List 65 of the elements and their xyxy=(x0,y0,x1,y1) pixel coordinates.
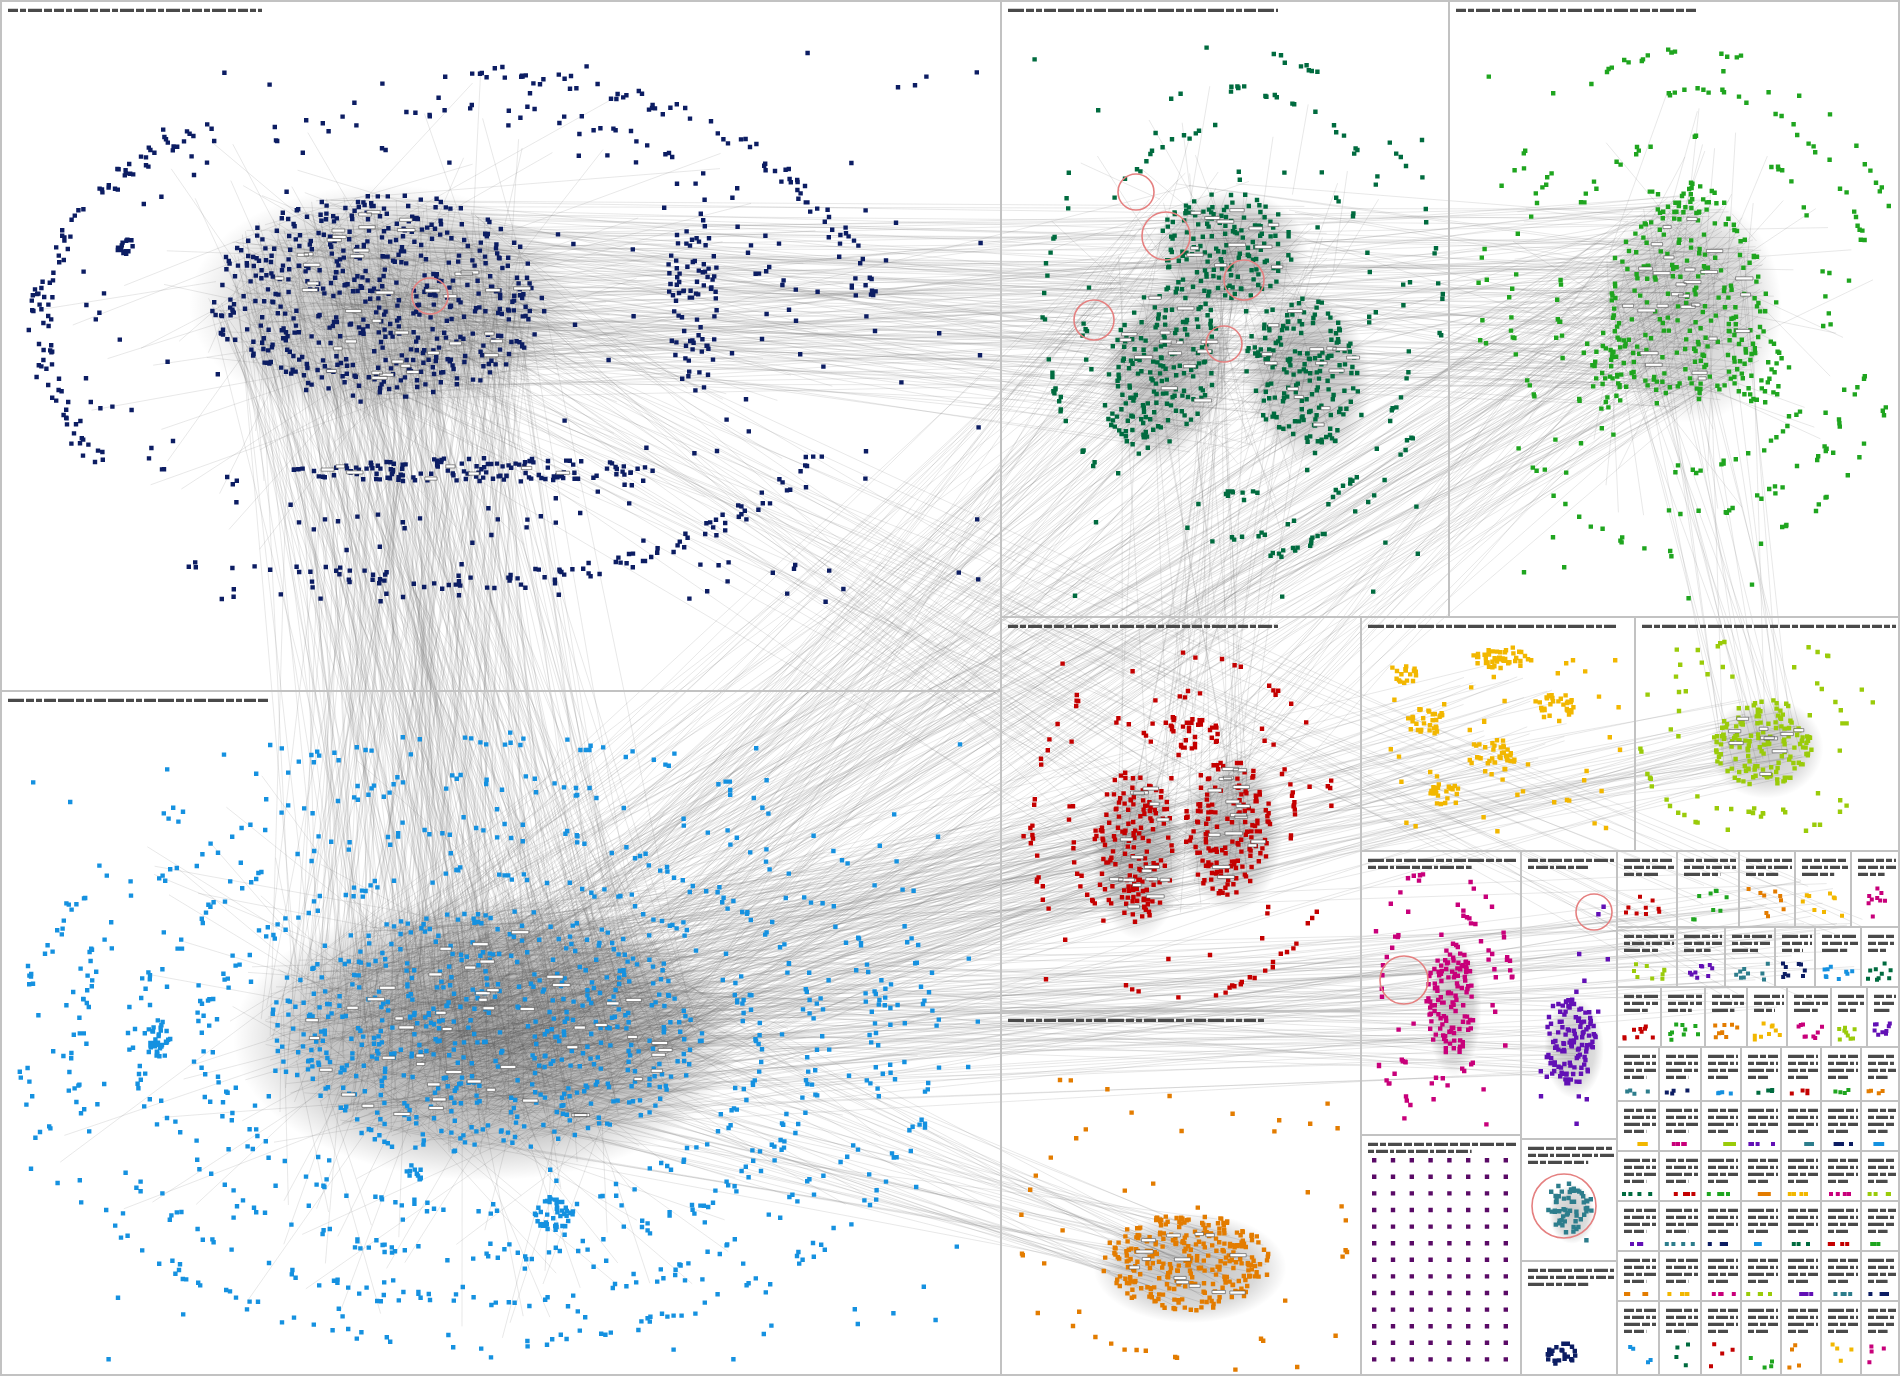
vertex-dots xyxy=(1664,1088,1690,1096)
network-group-panel xyxy=(1000,0,1450,618)
network-group-panel xyxy=(1774,926,1816,988)
vertex-dots xyxy=(1625,1088,1650,1096)
vertex-cluster xyxy=(1531,1173,1597,1244)
vertex-cluster xyxy=(1032,45,1445,599)
network-group-panel xyxy=(1660,986,1706,1048)
vertex-dots xyxy=(1628,1345,1653,1365)
vertex-dots xyxy=(1833,1088,1851,1095)
vertex-dots xyxy=(1748,1356,1774,1370)
vertex-dots xyxy=(1789,1088,1810,1096)
vertex-dots xyxy=(1668,1022,1700,1042)
vertex-dots xyxy=(1822,964,1855,981)
vertex-dots xyxy=(1691,888,1729,922)
vertex-dots xyxy=(1632,962,1667,981)
network-group-panel xyxy=(1738,850,1796,928)
vertex-cluster xyxy=(1388,645,1623,834)
vertex-cluster xyxy=(26,50,983,604)
vertex-dots xyxy=(1734,961,1770,982)
vertex-cluster xyxy=(1638,639,1875,833)
network-group-panel xyxy=(1676,926,1726,988)
network-group-panel xyxy=(1448,0,1900,618)
network-group-panel xyxy=(1616,926,1678,988)
vertex-dots xyxy=(1866,886,1887,919)
vertex-cluster xyxy=(1021,650,1334,1000)
vertex-dots xyxy=(1866,961,1893,982)
vertex-dots xyxy=(1746,887,1786,919)
vertex-dots xyxy=(1872,1021,1892,1037)
vertex-cluster xyxy=(1538,893,1613,1126)
network-group-panel xyxy=(0,0,1002,692)
vertex-cluster xyxy=(1476,47,1891,601)
network-group-panel xyxy=(1676,850,1740,928)
vertex-dots xyxy=(1622,1024,1655,1041)
network-group-panel xyxy=(1000,616,1362,1012)
vertex-dots xyxy=(1867,1344,1886,1365)
network-group-panel xyxy=(1360,616,1636,852)
vertex-dots xyxy=(1756,1088,1775,1095)
network-group-panel xyxy=(1850,850,1900,928)
vertex-dots xyxy=(1713,1022,1740,1040)
vertex-grid xyxy=(1372,1158,1508,1362)
network-group-panel xyxy=(1000,1010,1362,1376)
network-group-panel xyxy=(1616,850,1678,928)
network-group-panel xyxy=(1634,616,1900,852)
network-group-panel xyxy=(1866,986,1900,1048)
vertex-dots xyxy=(1709,1342,1735,1369)
vertex-dots xyxy=(1716,1090,1733,1096)
vertex-cluster xyxy=(1019,1077,1350,1372)
network-group-panel xyxy=(1860,1300,1900,1376)
vertex-dots xyxy=(1796,1022,1824,1040)
vertex-dots xyxy=(1866,1088,1885,1096)
vertex-cluster xyxy=(1373,872,1515,1127)
vertex-dots xyxy=(1688,963,1715,980)
vertex-dots xyxy=(1674,1342,1690,1368)
vertex-dots xyxy=(1800,891,1844,918)
network-group-panel xyxy=(1860,1046,1900,1102)
network-group-panel xyxy=(1746,986,1788,1048)
vertex-dots xyxy=(1830,1342,1854,1363)
vertex-dots xyxy=(1624,894,1662,916)
vertex-cluster xyxy=(1545,1341,1578,1366)
vertex-dots xyxy=(1837,1025,1857,1042)
vertex-dots xyxy=(1752,1021,1782,1042)
vertex-dots xyxy=(1787,1343,1801,1370)
network-group-panel xyxy=(1860,926,1900,988)
vertex-dots xyxy=(1781,961,1807,979)
network-group-panel xyxy=(1724,926,1776,988)
